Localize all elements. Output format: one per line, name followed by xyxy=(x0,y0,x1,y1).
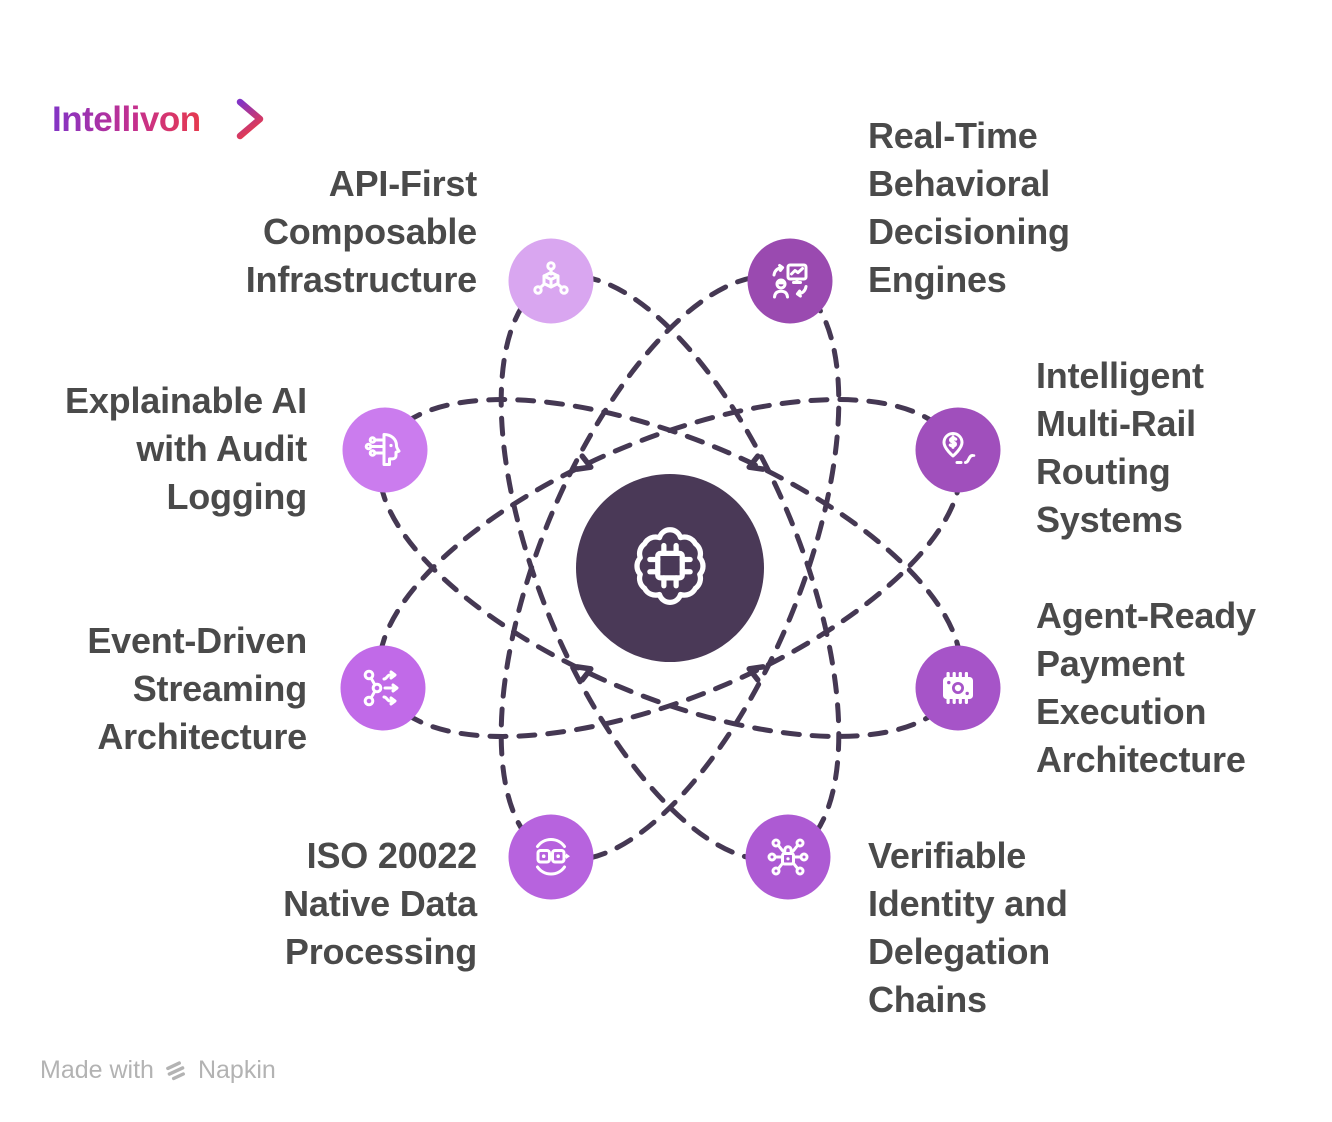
napkin-brand-text: Napkin xyxy=(197,1056,276,1084)
lock-network-icon xyxy=(767,838,809,876)
node-circle xyxy=(340,645,426,731)
made-with-text: Made with xyxy=(40,1056,154,1084)
node-circle xyxy=(745,814,831,900)
node-label-iso-20022: ISO 20022 Native Data Processing xyxy=(283,835,477,972)
center-circle xyxy=(576,474,764,662)
brand-logo: Intellivon xyxy=(52,98,264,140)
user-monitor-sync-icon xyxy=(772,263,808,299)
orbit-arrowhead-icon xyxy=(574,664,594,683)
node-label-event-driven: Event-Driven Streaming Architecture xyxy=(87,620,307,757)
node-badge-event-driven xyxy=(340,645,426,731)
node-badge-api-first xyxy=(508,238,594,324)
brand-logo-text: Intellivon xyxy=(52,100,201,139)
node-badge-agent-ready-payment xyxy=(915,645,1001,731)
node-label-api-first: API-First Composable Infrastructure xyxy=(245,163,477,300)
orbit-arrowhead-icon xyxy=(574,453,594,472)
brain-chip-icon xyxy=(634,527,706,606)
node-badge-iso-20022 xyxy=(508,814,594,900)
data-blocks-cycle-icon xyxy=(536,837,570,876)
node-label-agent-ready-payment: Agent-Ready Payment Execution Architectu… xyxy=(1036,595,1256,780)
napkin-logo-icon xyxy=(166,1060,185,1080)
orbit-arrowhead-icon xyxy=(746,664,766,683)
node-circle xyxy=(747,238,833,324)
money-chip-icon xyxy=(943,672,973,704)
node-label-realtime-behavioral: Real-Time Behavioral Decisioning Engines xyxy=(868,115,1070,300)
ai-head-circuit-icon xyxy=(364,433,401,466)
node-label-explainable-ai: Explainable AI with Audit Logging xyxy=(65,380,307,517)
node-badge-explainable-ai xyxy=(342,407,428,493)
node-label-verifiable-identity: Verifiable Identity and Delegation Chain… xyxy=(868,835,1068,1020)
center-node xyxy=(576,474,764,662)
node-label-multi-rail-routing: Intelligent Multi-Rail Routing Systems xyxy=(1036,355,1204,540)
node-badge-multi-rail-routing xyxy=(915,407,1001,493)
node-badge-realtime-behavioral xyxy=(747,238,833,324)
cube-network-icon xyxy=(533,261,569,295)
node-badge-verifiable-identity xyxy=(745,814,831,900)
orbit-arrowhead-icon xyxy=(746,453,766,472)
chevron-right-icon xyxy=(236,98,264,140)
stream-branch-icon xyxy=(363,669,399,707)
dollar-pin-route-icon xyxy=(942,432,976,464)
footer-credit: Made with Napkin xyxy=(40,1056,276,1085)
